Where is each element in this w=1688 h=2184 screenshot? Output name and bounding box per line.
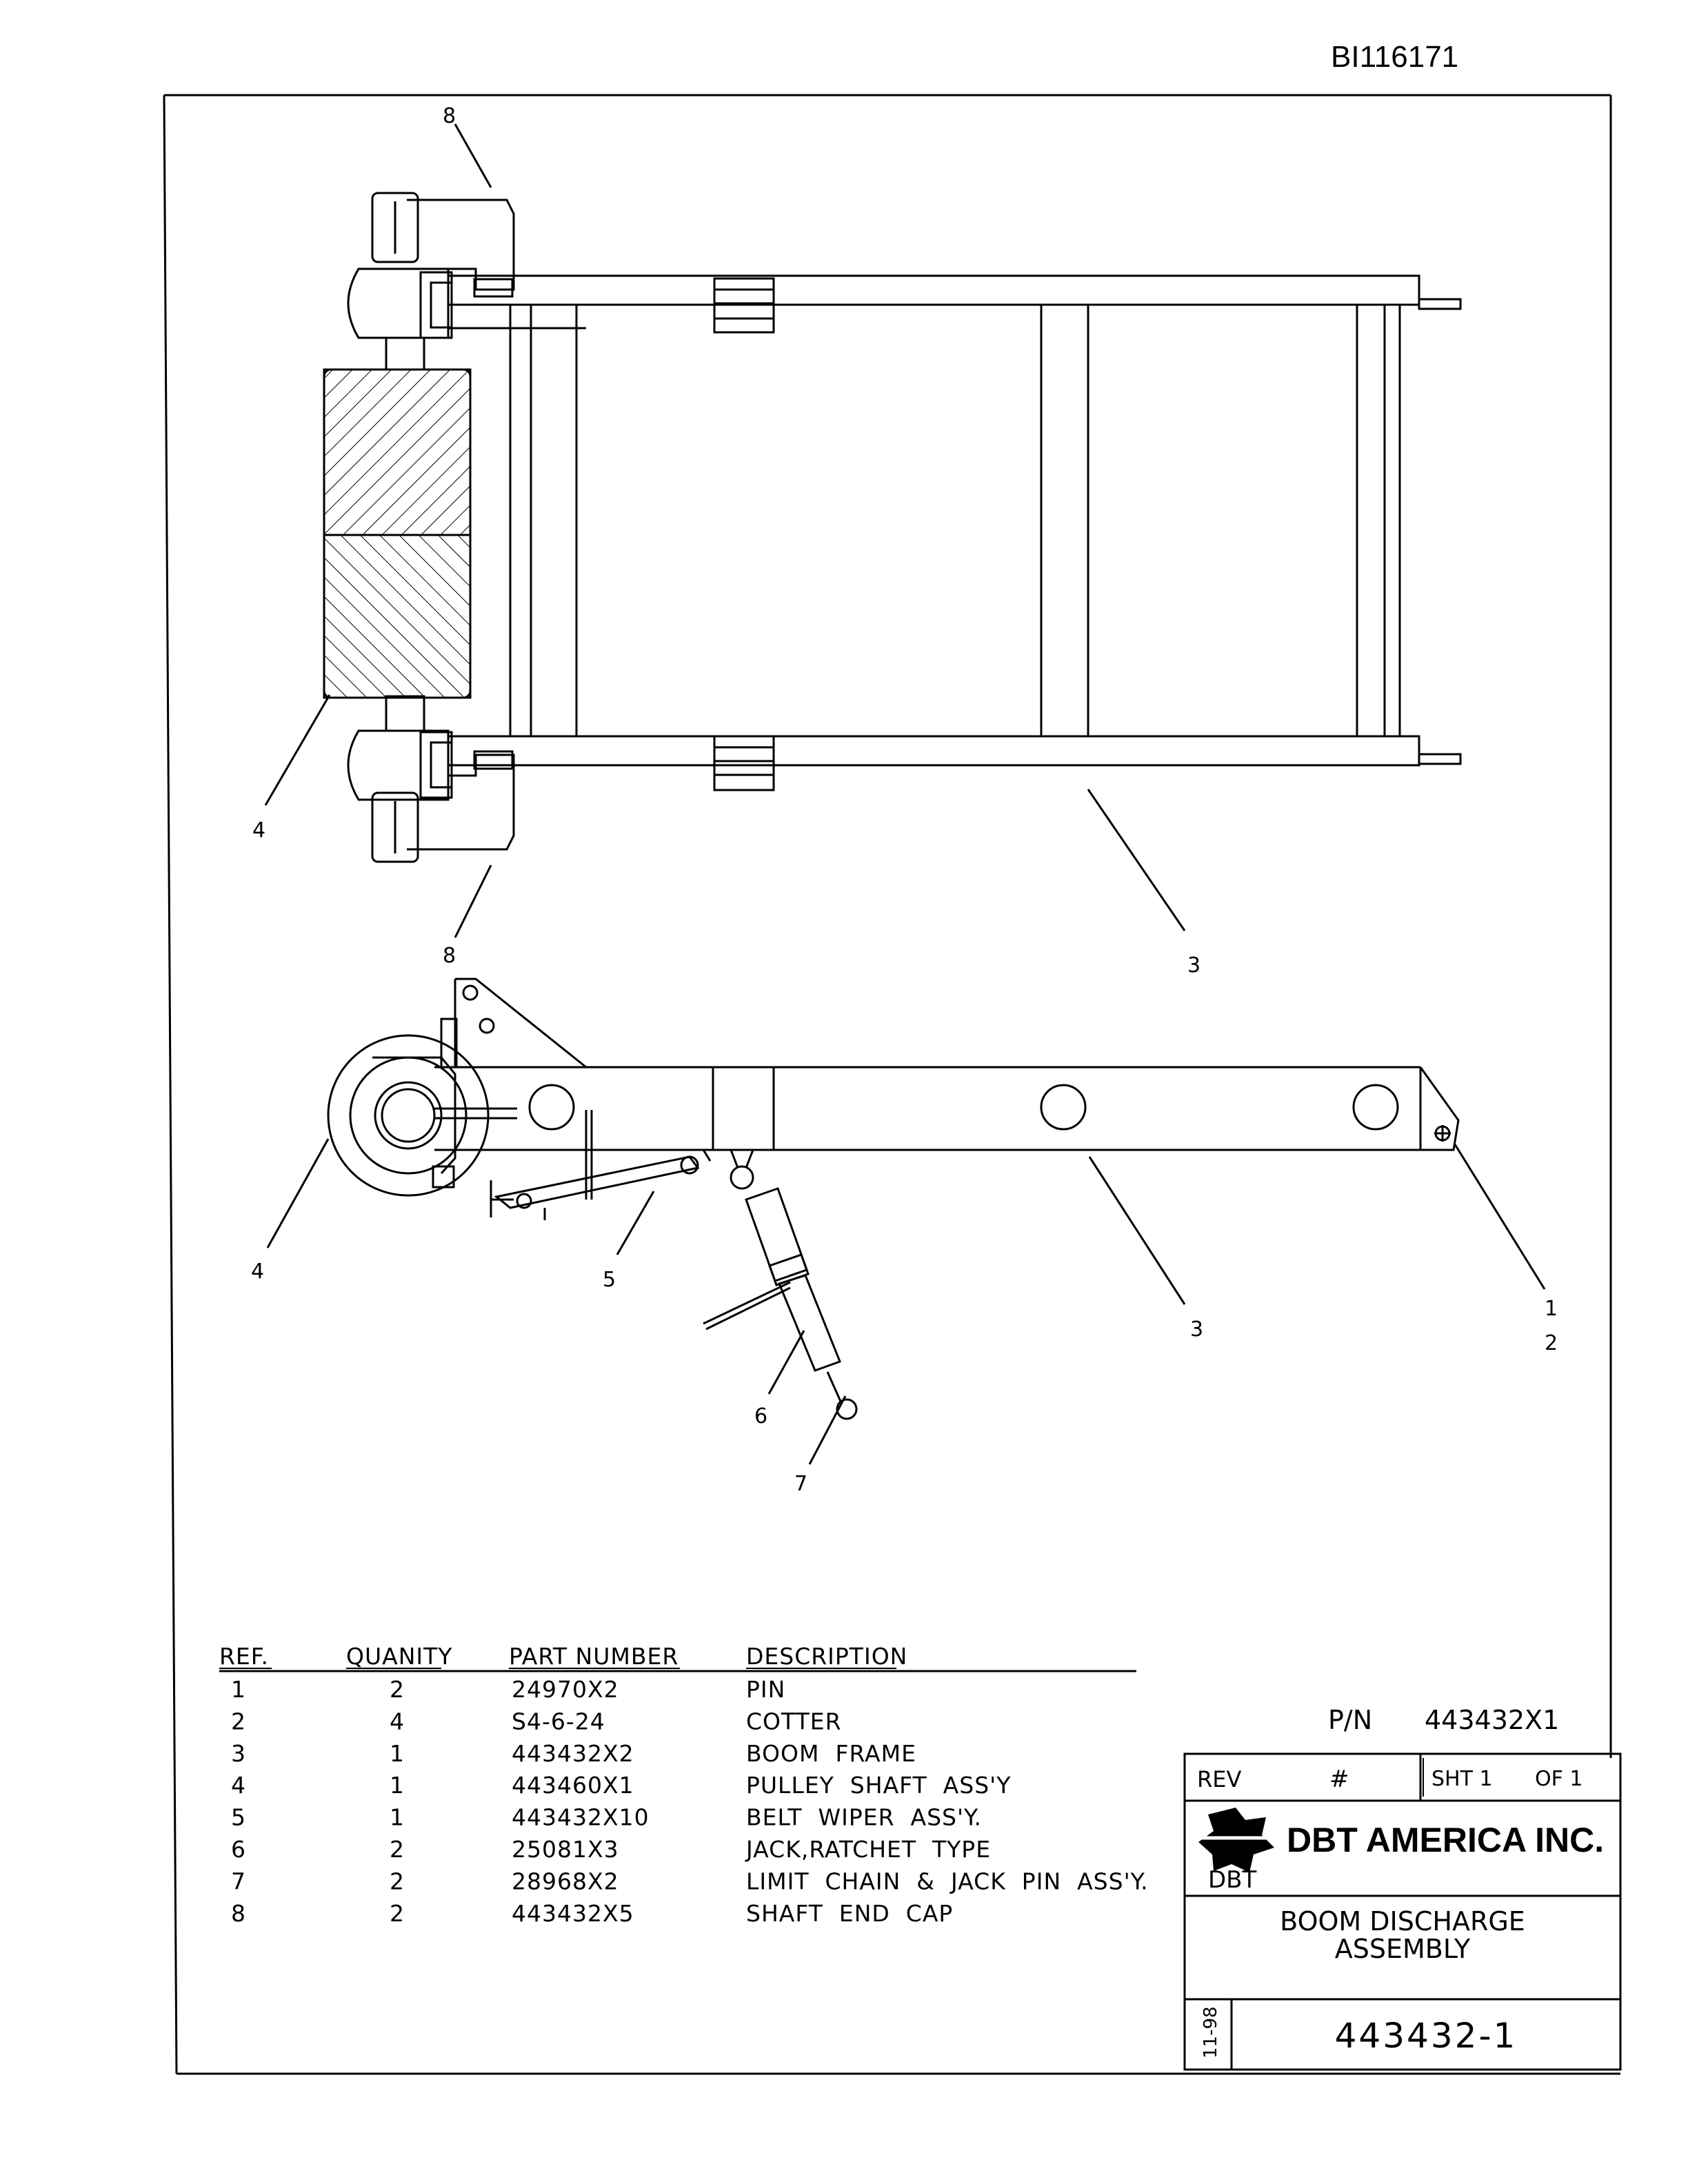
bom-qty: 4 <box>390 1708 405 1735</box>
bom-qty: 2 <box>390 1900 405 1927</box>
company-name: DBT AMERICA INC. <box>1287 1821 1604 1859</box>
logo-text: DBT <box>1208 1866 1257 1894</box>
callout-1: 1 <box>1545 1297 1558 1321</box>
bom-header-part-number: PART NUMBER <box>509 1643 679 1670</box>
bom-part: 24970X2 <box>512 1676 619 1703</box>
bom-qty: 2 <box>390 1836 405 1863</box>
bom-row: 3 1 443432X2 BOOM FRAME <box>231 1740 916 1767</box>
bom-desc: PULLEY SHAFT ASS'Y <box>746 1772 1011 1799</box>
bom-part: 25081X3 <box>512 1836 619 1863</box>
bom-rows: 1 2 24970X2 PIN 2 4 S4-6-24 COTTER 3 1 443432X2 BOO… <box>231 1676 1149 1927</box>
bom-part: 443432X10 <box>512 1804 650 1831</box>
bom-desc: LIMIT CHAIN & JACK PIN ASS'Y. <box>746 1868 1149 1894</box>
callout-6: 6 <box>754 1404 767 1428</box>
bom-row: 1 2 24970X2 PIN <box>231 1676 785 1703</box>
bom-header-quantity: QUANITY <box>346 1643 452 1670</box>
callout-4-top: 4 <box>252 818 265 842</box>
dbt-logo-icon <box>1198 1808 1274 1872</box>
rev-label: REV <box>1197 1766 1241 1792</box>
bom-part: 443460X1 <box>512 1772 634 1799</box>
callout-labels: 8 4 8 3 4 5 6 7 3 1 2 <box>251 104 1558 1496</box>
bom-ref: 3 <box>231 1740 246 1767</box>
bom-row: 4 1 443460X1 PULLEY SHAFT ASS'Y <box>231 1772 1011 1799</box>
callout-8-bottom: 8 <box>443 944 456 968</box>
bom-header-row: REF. QUANITY PART NUMBER DESCRIPTION <box>219 1643 907 1670</box>
bom-part: 443432X5 <box>512 1900 634 1927</box>
bom-part: 28968X2 <box>512 1868 619 1894</box>
bom-desc: BOOM FRAME <box>746 1740 916 1767</box>
callout-3-top: 3 <box>1187 953 1200 978</box>
bom-qty: 1 <box>390 1740 405 1767</box>
bom-qty: 1 <box>390 1804 405 1831</box>
bom-part: S4-6-24 <box>512 1708 605 1735</box>
drawing-title-line2: ASSEMBLY <box>1335 1934 1471 1964</box>
bom-row: 8 2 443432X5 SHAFT END CAP <box>231 1900 953 1927</box>
bom-qty: 2 <box>390 1676 405 1703</box>
callout-3-side: 3 <box>1190 1317 1203 1342</box>
callout-7: 7 <box>794 1472 807 1496</box>
bom-qty: 2 <box>390 1868 405 1894</box>
sheet-border <box>163 94 1620 2075</box>
callout-4-side: 4 <box>251 1260 264 1284</box>
bom-ref: 1 <box>231 1676 246 1703</box>
bom-header-description: DESCRIPTION <box>746 1643 907 1670</box>
drawing-date: 11-98 <box>1200 2006 1221 2059</box>
of-label: OF 1 <box>1535 1767 1583 1791</box>
bom-ref: 5 <box>231 1804 246 1831</box>
pn-value: 443432X1 <box>1425 1705 1559 1735</box>
title-block: P/N 443432X1 REV # SHT 1 OF 1 DBT DBT AM… <box>1183 1705 1622 2071</box>
bom-qty: 1 <box>390 1772 405 1799</box>
bom-ref: 6 <box>231 1836 246 1863</box>
bom-header-ref: REF. <box>219 1643 269 1670</box>
drawing-number: 443432-1 <box>1335 2016 1518 2056</box>
bom-desc: JACK,RATCHET TYPE <box>745 1836 991 1863</box>
bom-part: 443432X2 <box>512 1740 634 1767</box>
drawing-title-line1: BOOM DISCHARGE <box>1280 1906 1525 1937</box>
top-view <box>264 123 1462 938</box>
side-view <box>266 978 1546 1465</box>
callout-2: 2 <box>1545 1331 1558 1355</box>
pn-label: P/N <box>1328 1705 1372 1735</box>
rev-value: # <box>1329 1766 1349 1793</box>
bom-row: 7 2 28968X2 LIMIT CHAIN & JACK PIN ASS'Y. <box>231 1868 1149 1894</box>
bom-desc: BELT WIPER ASS'Y. <box>746 1804 982 1831</box>
bom-desc: COTTER <box>746 1708 842 1735</box>
bom-desc: SHAFT END CAP <box>746 1900 953 1927</box>
bom-row: 5 1 443432X10 BELT WIPER ASS'Y. <box>231 1804 982 1831</box>
callout-8-top: 8 <box>443 104 456 128</box>
bom-row: 2 4 S4-6-24 COTTER <box>231 1708 842 1735</box>
bom-desc: PIN <box>746 1676 785 1703</box>
bom-ref: 8 <box>231 1900 246 1927</box>
bom-row: 6 2 25081X3 JACK,RATCHET TYPE <box>231 1836 991 1863</box>
bom-ref: 7 <box>231 1868 246 1894</box>
bom-ref: 2 <box>231 1708 246 1735</box>
callout-5: 5 <box>603 1268 616 1292</box>
bom-ref: 4 <box>231 1772 246 1799</box>
sheet-label: SHT 1 <box>1431 1767 1493 1791</box>
document-id: BI116171 <box>1331 40 1459 74</box>
